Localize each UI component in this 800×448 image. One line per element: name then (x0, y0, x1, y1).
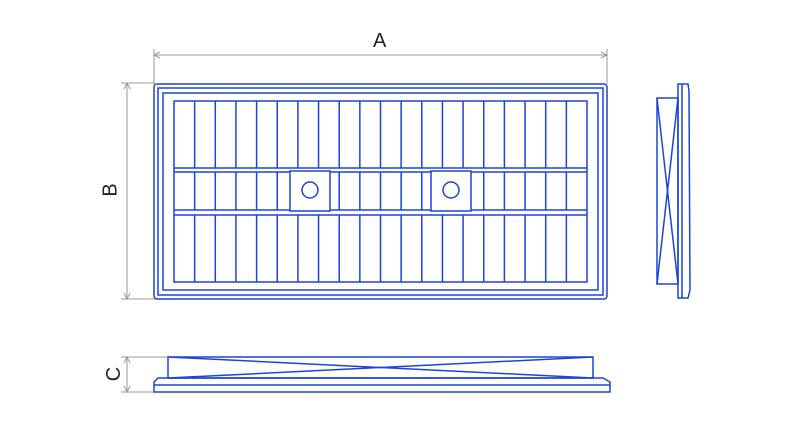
bottom-flange (153, 377, 611, 393)
side-view (656, 83, 691, 299)
mounting-hole-icon (301, 181, 319, 199)
mounting-hole-icon (442, 181, 460, 199)
pleat-lines (193, 101, 568, 282)
mounting-tab-right (430, 170, 472, 212)
outer-frame (153, 83, 608, 300)
frame-lip (162, 92, 599, 291)
dimension-b-line (121, 81, 155, 301)
inner-frame (157, 87, 604, 296)
mounting-tab-left (289, 170, 331, 212)
support-rail-bottom (174, 209, 587, 216)
dimension-c-label: C (103, 366, 126, 382)
side-flange (677, 83, 691, 299)
bottom-view (153, 356, 611, 393)
dimension-b-label: B (99, 183, 122, 197)
support-rail-top (174, 167, 587, 173)
dimension-a-label: A (373, 30, 387, 52)
front-view (153, 83, 608, 300)
dimension-a-line (152, 49, 609, 84)
dimension-c-line (121, 355, 168, 394)
